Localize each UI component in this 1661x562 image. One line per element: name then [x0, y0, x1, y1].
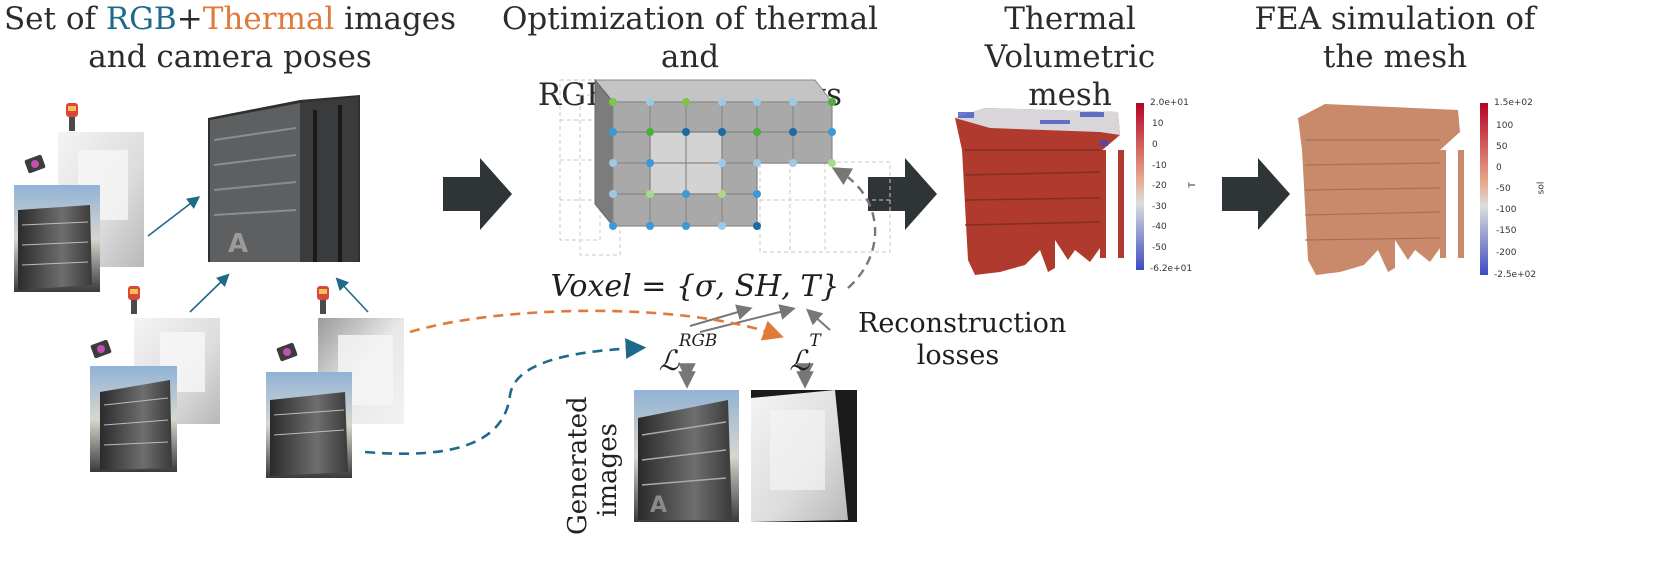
generated-rgb-image: A [634, 390, 739, 522]
rgb-supervision-arrow [364, 338, 647, 456]
thermal-camera-icon [317, 286, 329, 314]
pose-arrow-2 [189, 273, 230, 313]
thermal-camera-icon [66, 103, 78, 131]
cbar-tick: -150 [1496, 226, 1517, 236]
cbar-tick: 0 [1496, 163, 1502, 173]
image-pair-2 [90, 286, 220, 472]
rgb-camera-icon [276, 342, 298, 362]
generated-thermal-image [751, 390, 857, 522]
thermal-supervision-arrow [409, 309, 784, 341]
svg-text:A: A [228, 229, 248, 259]
voxel-grid [559, 78, 891, 256]
voxel-equation: Voxel = {σ, SH, T} [550, 269, 840, 304]
loss-rgb-to-voxel-arrow-1 [689, 304, 753, 327]
process-arrow-3 [1222, 158, 1290, 230]
building-photo: A [208, 95, 360, 262]
thermal-colorbar [1136, 103, 1144, 270]
loss-rgb-to-voxel-arrow-2 [699, 304, 796, 333]
rgb-camera-icon [90, 339, 112, 359]
process-arrow-1 [443, 158, 512, 230]
title-rgb-word: RGB [105, 1, 177, 37]
cbar-tick: 0 [1152, 140, 1158, 150]
cbar-tick: -30 [1152, 202, 1167, 212]
image-pair-1 [14, 103, 144, 292]
cbar-tick: 10 [1152, 119, 1164, 129]
loss-t-to-voxel-arrow [806, 308, 831, 331]
fea-colorbar-title: sol [1536, 181, 1547, 195]
svg-text:A: A [650, 493, 667, 518]
process-arrow-2 [868, 158, 937, 230]
cbar-tick: 100 [1496, 121, 1514, 131]
thermal-colorbar-title: T [1187, 182, 1198, 188]
cbar-tick: -200 [1496, 248, 1517, 258]
cbar-tick: -40 [1152, 222, 1167, 232]
loss-rgb-label: ℒRGB [658, 330, 718, 377]
cbar-tick: -10 [1152, 161, 1167, 171]
cbar-tick: 1.5e+02 [1494, 98, 1533, 108]
cbar-tick: -50 [1152, 243, 1167, 253]
cbar-tick: -50 [1496, 184, 1511, 194]
pose-arrow-1 [147, 196, 201, 237]
voxel-feedback-arrow [831, 167, 877, 289]
title-thermal-word: Thermal [202, 1, 335, 37]
cbar-tick: -2.5e+02 [1494, 270, 1537, 280]
thermal-volumetric-mesh [955, 108, 1124, 275]
loss-thermal-label: ℒT [789, 330, 821, 377]
fea-simulation-mesh [1298, 104, 1464, 275]
pose-arrow-3 [335, 277, 369, 313]
cbar-tick: 2.0e+01 [1150, 98, 1189, 108]
cbar-tick: -100 [1496, 205, 1517, 215]
image-pair-3 [266, 286, 404, 478]
cbar-tick: -20 [1152, 181, 1167, 191]
thermal-camera-icon [128, 286, 140, 314]
cbar-tick: 50 [1496, 142, 1508, 152]
fea-colorbar [1480, 103, 1488, 275]
rgb-camera-icon [24, 154, 46, 174]
cbar-tick: -6.2e+01 [1150, 264, 1193, 274]
title-input-images: Set of RGB+Thermal images and camera pos… [3, 1, 457, 75]
